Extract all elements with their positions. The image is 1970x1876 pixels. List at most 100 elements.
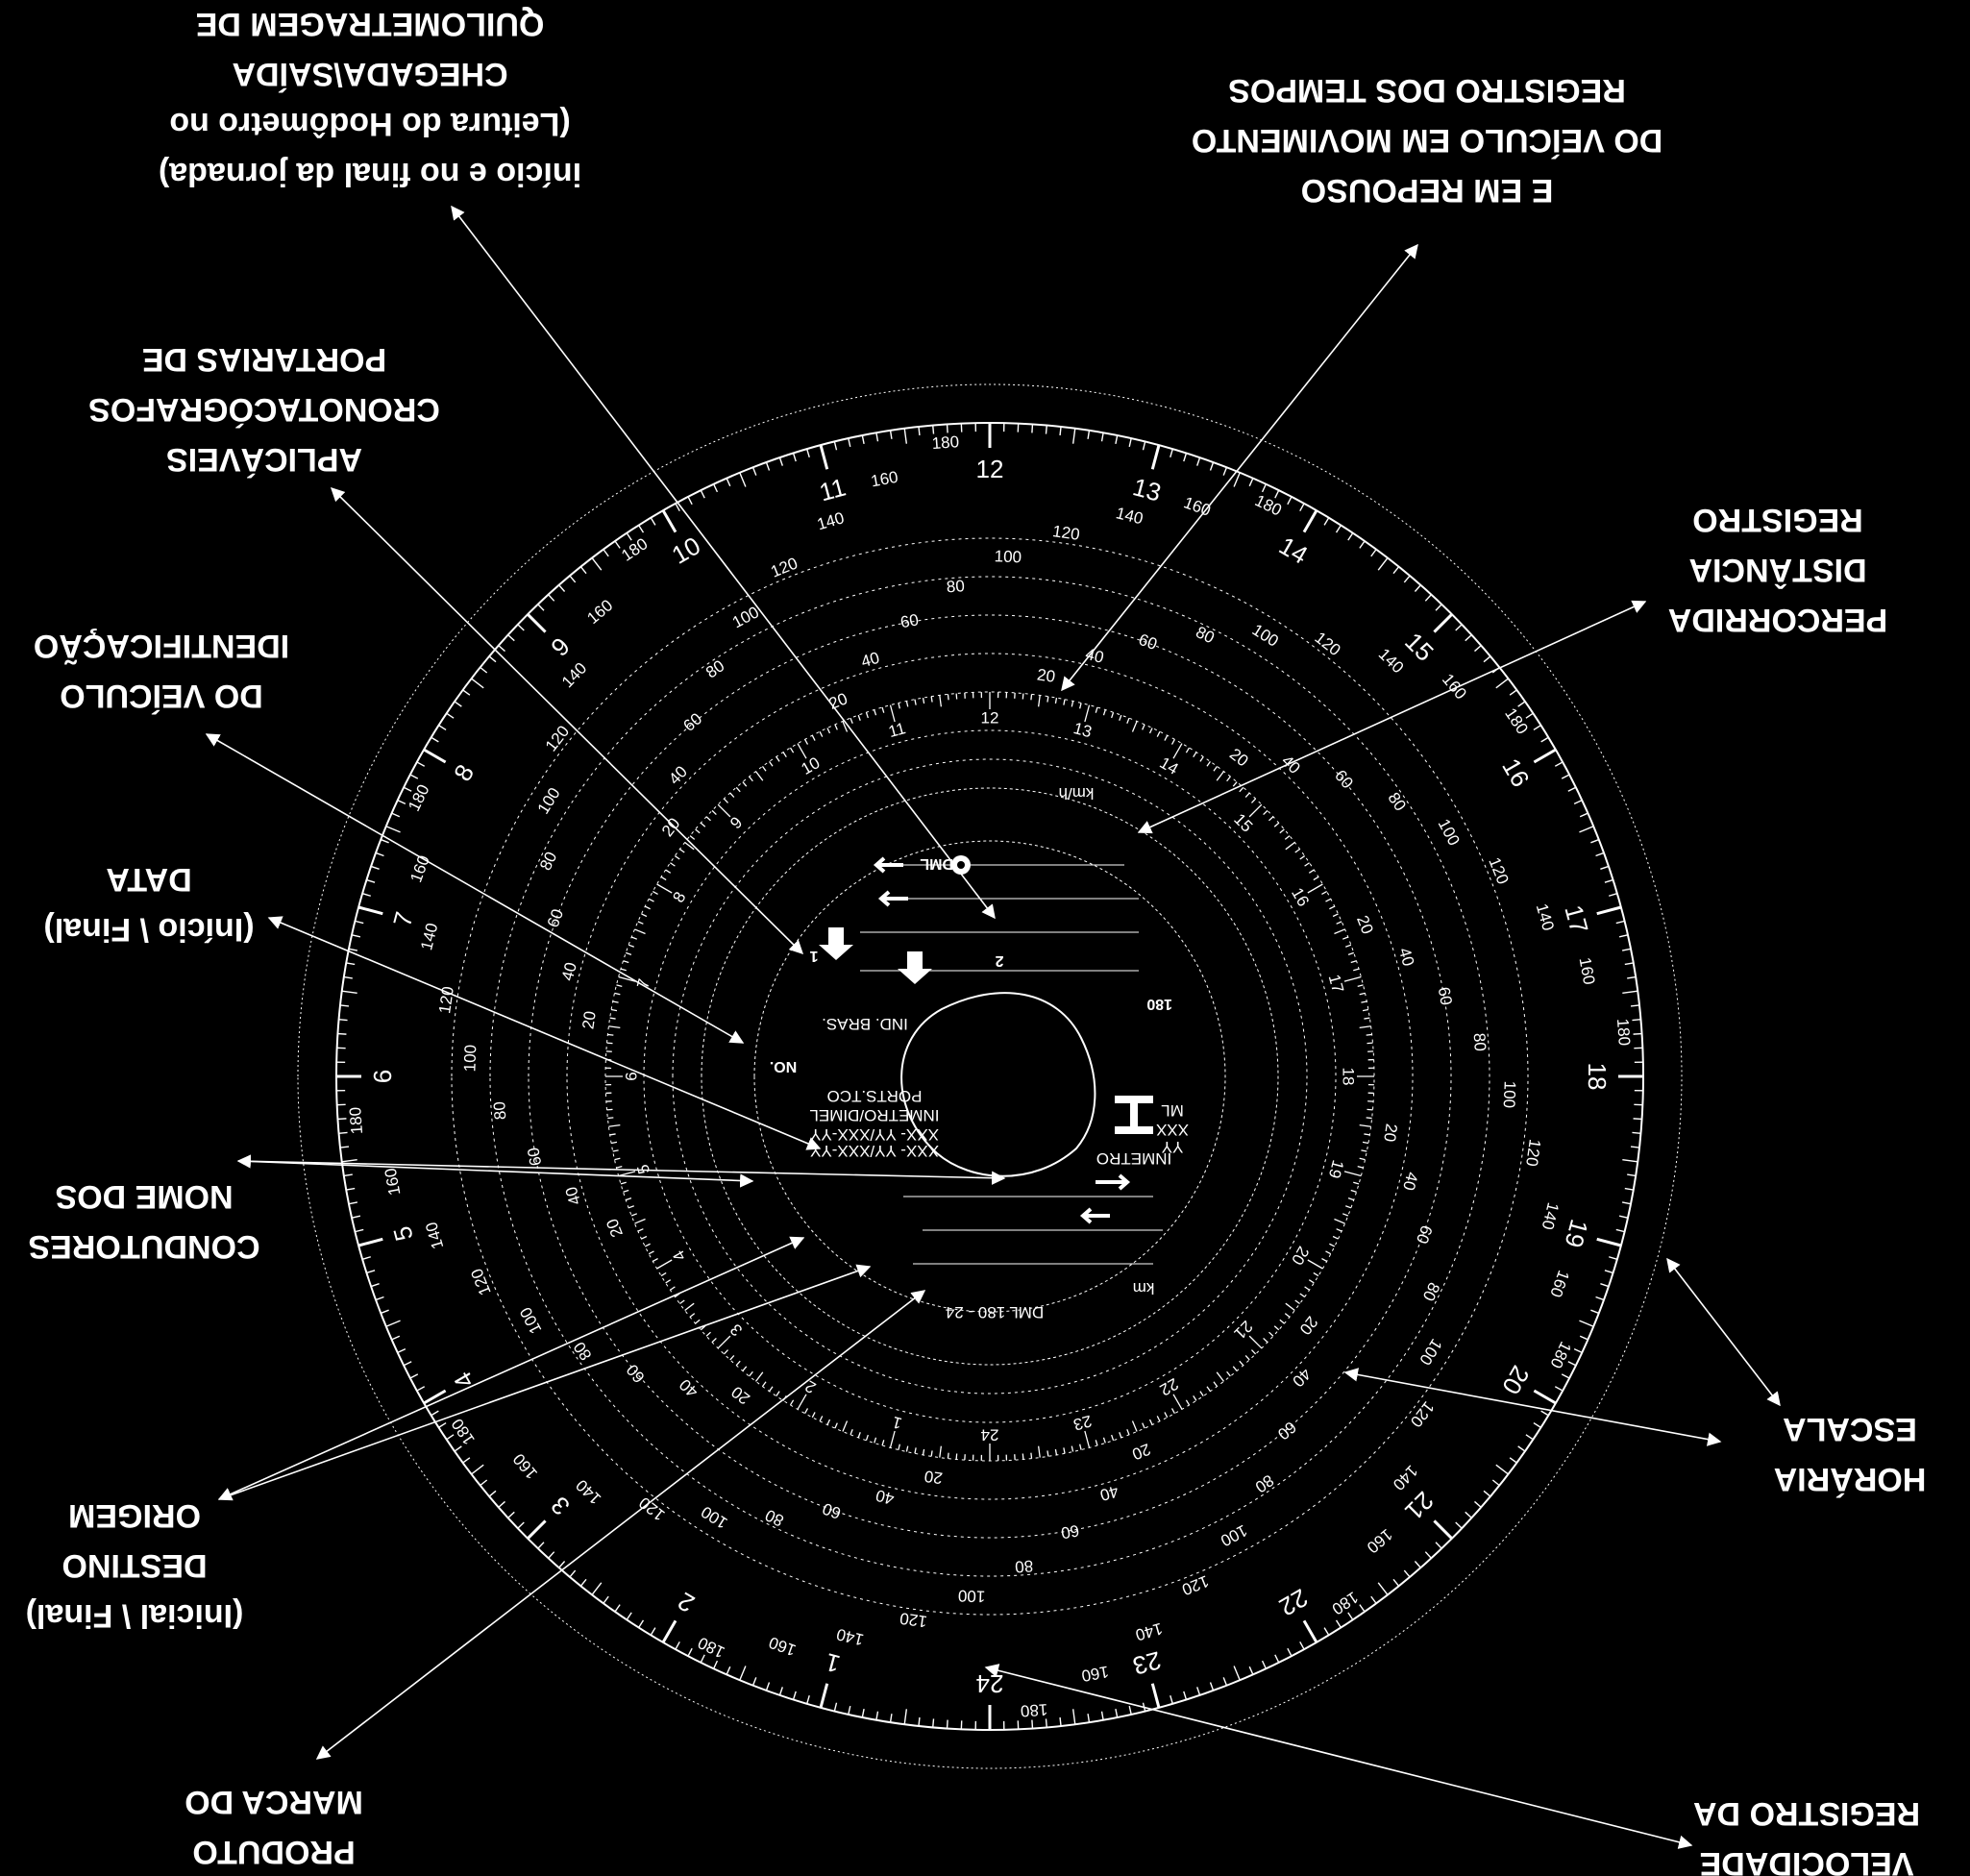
outer-tick	[1392, 566, 1400, 575]
callout-data-line-1: (Início \ Final)	[43, 911, 254, 948]
inner-tick	[1079, 1444, 1082, 1450]
outer-tick	[918, 426, 921, 436]
arrow-portarias	[330, 486, 804, 955]
inner-tick	[1313, 876, 1319, 881]
inner-tick	[1248, 1335, 1263, 1349]
outer-tick	[1071, 1709, 1076, 1725]
outer-tick	[343, 1173, 353, 1177]
number-label: NO.	[770, 1058, 797, 1074]
outer-hour-label: 24	[976, 1669, 1004, 1698]
inner-hour-label: 3	[726, 1321, 746, 1340]
speed-scale-label: 60	[1136, 630, 1159, 654]
inner-tick	[1126, 717, 1130, 725]
callout-escala-line-2: ESCALA	[1783, 1411, 1917, 1447]
callout-portarias-line-1: APLICÁVEIS	[166, 441, 362, 478]
outer-tick	[806, 448, 810, 458]
ports-line3: XXX- YY/XXX-YY	[810, 1142, 939, 1160]
inner-tick	[1329, 1243, 1336, 1247]
inner-tick	[1268, 816, 1274, 822]
outer-tick	[366, 1270, 376, 1274]
inner-tick	[1037, 695, 1041, 707]
inner-tick	[789, 747, 795, 753]
outer-tick	[1630, 1146, 1640, 1148]
speed-scale-label: 120	[1407, 1398, 1438, 1431]
outer-tick	[438, 1421, 447, 1428]
inner-tick	[782, 752, 787, 758]
callout-velocidade-line-2: REGISTRO DA	[1693, 1795, 1920, 1832]
inner-tick	[1131, 721, 1138, 732]
outer-tick	[1554, 1386, 1564, 1392]
unit-label: km	[1133, 1279, 1155, 1297]
outer-tick	[1302, 509, 1318, 533]
inner-tick	[1350, 960, 1357, 964]
inner-tick	[641, 1235, 648, 1240]
outer-tick	[569, 575, 577, 583]
inner-tick	[1345, 944, 1352, 948]
inner-tick	[665, 869, 672, 874]
inner-tick	[723, 1349, 729, 1355]
inner-tick	[797, 1394, 807, 1410]
inner-tick	[660, 1271, 667, 1277]
inner-tick	[939, 695, 943, 707]
outer-tick	[1525, 712, 1534, 719]
callout-marca-line-2: MARCA DO	[185, 1784, 363, 1820]
outer-hour-label: 20	[1496, 1361, 1535, 1399]
inner-hour-label: 22	[1157, 1374, 1182, 1399]
outer-tick	[1632, 1131, 1641, 1134]
speed-scale-label: 180	[931, 432, 960, 453]
speed-scale-label: 160	[583, 596, 616, 628]
inner-hour-label: 18	[1340, 1068, 1358, 1086]
arrow-condutores-2	[237, 1160, 1006, 1185]
outer-hour-label: 3	[545, 1491, 575, 1520]
inner-tick	[797, 743, 807, 759]
outer-tick	[471, 678, 484, 689]
inner-tick	[637, 1228, 644, 1232]
outer-tick	[1059, 426, 1062, 436]
speed-scale-label: 20	[1129, 1440, 1153, 1464]
inner-tick	[874, 709, 877, 716]
outer-tick	[889, 430, 893, 439]
outer-tick	[346, 1187, 356, 1191]
outer-tick	[351, 1215, 361, 1219]
outer-tick	[1196, 457, 1201, 466]
outer-tick	[1414, 1561, 1421, 1568]
inner-tick	[874, 1437, 877, 1444]
inner-tick	[637, 921, 644, 925]
outer-tick	[380, 838, 389, 844]
outer-tick	[675, 1641, 680, 1650]
speed-scale-label: 140	[1533, 901, 1558, 933]
inner-tick	[626, 1197, 632, 1201]
callout-velocidade-line-1: VELOCIDADE	[1700, 1845, 1914, 1876]
inner-tick	[1307, 883, 1323, 894]
inner-tick	[729, 1355, 735, 1361]
inner-hour-label: 16	[1288, 885, 1313, 910]
inner-tick	[1347, 951, 1354, 955]
inner-tick	[1334, 928, 1345, 935]
outer-tick	[1274, 1654, 1280, 1664]
speed-scale-label: 20	[923, 1467, 944, 1487]
speed-scale-label: 180	[1329, 1588, 1362, 1618]
speed-scale-label: 140	[573, 1476, 605, 1508]
inner-tick	[689, 835, 696, 840]
speed-scale-label: 40	[1395, 946, 1417, 968]
inner-tick	[1279, 1319, 1285, 1324]
outer-tick	[498, 645, 505, 653]
outer-tick	[1392, 1578, 1400, 1587]
outer-tick	[1561, 1373, 1570, 1379]
speed-scale-label: 100	[994, 547, 1022, 566]
speed-scale-label: 120	[1485, 854, 1512, 886]
inner-tick	[610, 1141, 618, 1145]
inner-tick	[623, 1189, 629, 1193]
inner-tick	[1325, 1250, 1332, 1255]
speed-scale-label: 160	[1080, 1663, 1110, 1686]
outer-tick	[819, 1683, 829, 1709]
inner-tick	[1111, 1434, 1115, 1441]
inner-tick	[620, 968, 627, 972]
outer-tick	[462, 689, 471, 696]
inner-tick	[1367, 1108, 1373, 1111]
outer-tick	[1622, 1158, 1638, 1163]
inner-tick	[1361, 1149, 1367, 1152]
inner-tick	[804, 738, 809, 745]
inner-tick	[1164, 734, 1169, 741]
outer-tick	[1347, 532, 1354, 541]
